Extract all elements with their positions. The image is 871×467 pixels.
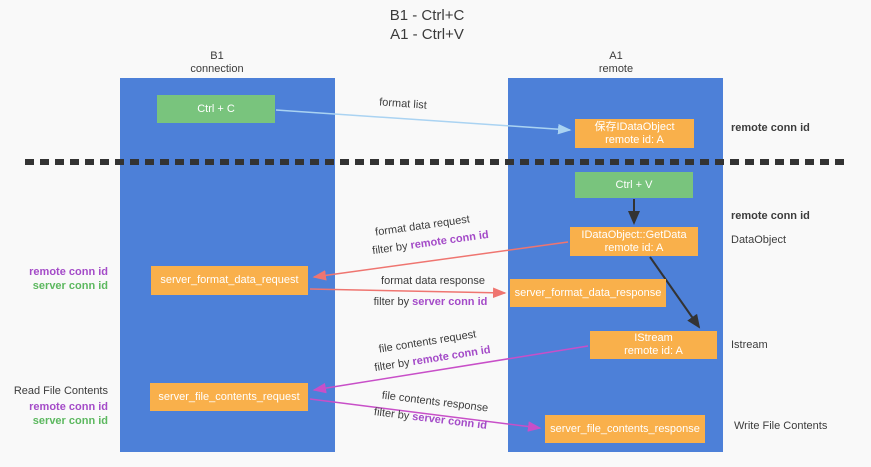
filter-by-text: filter by: [373, 356, 411, 375]
remote-conn-id-text: remote conn id: [409, 228, 490, 252]
server-conn-id-text: server conn id: [412, 296, 488, 308]
istream-box: IStream remote id: A: [590, 331, 717, 359]
server-file-contents-request-box: server_file_contents_request: [150, 383, 308, 411]
a1-lane-header: A1 remote: [526, 50, 706, 76]
remote-conn-id-annotation-left-1: remote conn id: [29, 266, 108, 278]
server-format-data-response-label: server_format_data_response: [514, 286, 662, 299]
server-file-contents-response-label: server_file_contents_response: [550, 422, 700, 435]
save-idataobject-box: 保存IDataObject remote id: A: [575, 119, 694, 148]
format-list-label: format list: [378, 96, 428, 112]
server-file-contents-request-label: server_file_contents_request: [158, 390, 300, 403]
ctrl-c-box: Ctrl + C: [157, 95, 275, 123]
save-idataobject-line1: 保存IDataObject: [594, 120, 675, 133]
istream-line2: remote id: A: [624, 345, 683, 357]
b1-lane-name: B1: [210, 50, 224, 62]
server-conn-id-text: server conn id: [411, 410, 488, 432]
ctrl-v-label: Ctrl + V: [615, 178, 653, 191]
a1-lane-name: A1: [609, 50, 623, 62]
istream-line1: IStream: [634, 332, 673, 344]
server-format-data-request-label: server_format_data_request: [160, 274, 299, 286]
remote-conn-id-annotation-right-1: remote conn id: [731, 122, 810, 134]
server-conn-id-annotation-left-2: server conn id: [32, 415, 108, 427]
getdata-box: IDataObject::GetData remote id: A: [570, 227, 698, 256]
server-file-contents-response-box: server_file_contents_response: [545, 415, 705, 443]
getdata-line2: remote id: A: [604, 241, 664, 254]
ctrl-c-label: Ctrl + C: [197, 102, 235, 115]
format-data-response-label: format data response: [381, 275, 485, 287]
server-format-data-response-box: server_format_data_response: [510, 279, 666, 307]
ctrl-v-box: Ctrl + V: [575, 172, 693, 198]
write-file-contents-annotation: Write File Contents: [734, 420, 828, 432]
filter-by-text: filter by: [373, 296, 410, 308]
diagram-title: B1 - Ctrl+C A1 - Ctrl+V: [297, 6, 557, 44]
remote-conn-id-annotation-left-2: remote conn id: [29, 401, 108, 413]
b1-lane-header: B1 connection: [127, 50, 307, 76]
remote-conn-id-annotation-right-2: remote conn id: [731, 210, 810, 222]
istream-annotation: Istream: [731, 339, 768, 351]
server-conn-id-annotation-left-1: server conn id: [32, 280, 108, 292]
title-line-2: A1 - Ctrl+V: [390, 26, 464, 43]
dataobject-annotation: DataObject: [731, 234, 787, 246]
read-file-contents-annotation: Read File Contents: [13, 385, 108, 397]
b1-lane-subtitle: connection: [190, 63, 244, 75]
server-format-data-request-box: server_format_data_request: [151, 266, 308, 295]
a1-lane-subtitle: remote: [598, 63, 634, 75]
save-idataobject-line2: remote id: A: [605, 133, 664, 146]
format-data-response-arrow: [309, 287, 507, 299]
filter-by-text: filter by: [373, 406, 410, 423]
filter-by-text: filter by: [371, 240, 409, 258]
filter-by-server-conn-id-label-1: filter by server conn id: [348, 296, 513, 308]
getdata-line1: IDataObject::GetData: [581, 228, 687, 241]
title-line-1: B1 - Ctrl+C: [389, 7, 465, 24]
